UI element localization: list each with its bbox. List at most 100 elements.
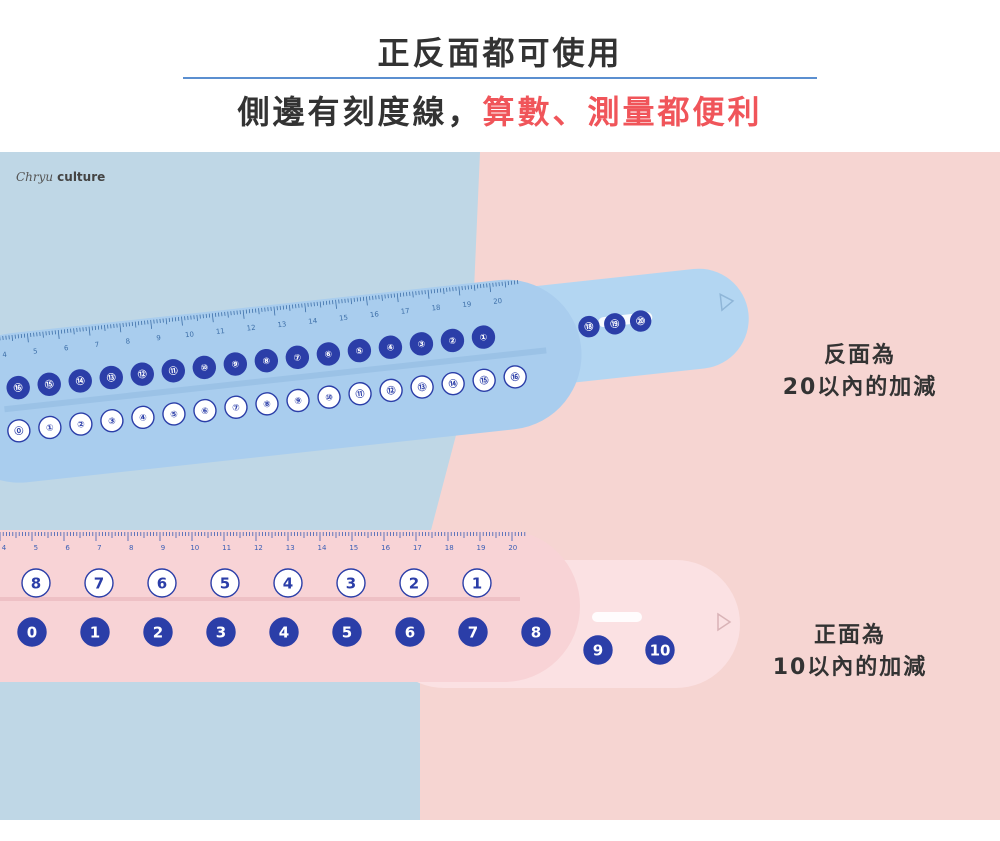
number-token-label: ⑬ — [106, 371, 116, 384]
number-token-label: 1 — [90, 623, 100, 641]
number-token — [192, 355, 217, 380]
number-token — [147, 568, 177, 598]
scale-tick — [396, 293, 399, 303]
scale-label: 7 — [97, 544, 101, 552]
scale-tick — [489, 283, 492, 293]
number-token-label: 10 — [650, 641, 671, 659]
page-subtitle: 側邊有刻度線，算數、測量都便利 — [0, 87, 1000, 133]
scale-label: 6 — [64, 344, 70, 352]
number-token — [378, 335, 403, 359]
number-token — [521, 617, 551, 647]
number-token — [503, 365, 527, 389]
scale-label: 14 — [318, 544, 327, 552]
scale-tick — [350, 298, 353, 305]
number-token — [348, 382, 372, 406]
number-token — [458, 617, 488, 647]
number-token — [38, 415, 62, 440]
scale-label: 18 — [445, 544, 454, 552]
scale-tick — [304, 303, 307, 313]
number-token — [131, 405, 155, 430]
number-token-label: 3 — [216, 623, 226, 641]
number-token-label: 5 — [220, 574, 230, 592]
number-token — [99, 365, 123, 390]
front-caption: 正面為 10以內的加減 — [730, 620, 970, 684]
scale-label: 13 — [277, 320, 287, 329]
scale-tick — [335, 299, 337, 309]
number-token — [254, 348, 279, 373]
scale-label: 10 — [190, 544, 199, 552]
scale-tick — [273, 306, 276, 316]
blue-arrow-mark — [719, 292, 735, 312]
number-token-label: ⑲ — [610, 318, 620, 331]
scale-tick — [57, 329, 60, 339]
scale-label: 10 — [185, 330, 195, 339]
number-token — [441, 371, 465, 396]
blue-ruler-groove — [4, 347, 547, 413]
scale-label: 20 — [508, 544, 517, 552]
scale-label: 16 — [381, 544, 390, 552]
number-token-label: ⑦ — [293, 353, 302, 364]
number-token — [316, 342, 341, 366]
number-token — [269, 617, 299, 647]
scale-tick — [443, 288, 445, 295]
scale-label: 11 — [222, 544, 231, 552]
scale-tick — [258, 308, 260, 315]
brand-script: Chryu — [16, 170, 54, 184]
scale-tick — [211, 313, 214, 323]
scale-tick — [119, 323, 122, 333]
scale-label: 17 — [413, 544, 422, 552]
number-token — [645, 635, 675, 665]
scale-label: 20 — [493, 297, 503, 306]
number-token — [143, 617, 173, 647]
scale-tick — [165, 318, 168, 325]
number-token-label: ⑮ — [479, 374, 489, 387]
number-token-label: ⑯ — [13, 381, 23, 394]
back-caption: 反面為 20以內的加減 — [740, 340, 980, 404]
number-token-label: ⑪ — [168, 365, 178, 378]
number-token — [130, 362, 154, 386]
scale-tick — [134, 321, 137, 328]
number-token-label: ⑪ — [355, 388, 365, 401]
number-token-label: ⑤ — [355, 346, 364, 357]
scale-tick — [73, 328, 75, 335]
scale-tick — [88, 326, 91, 336]
number-token-label: ② — [77, 420, 86, 431]
number-token — [7, 419, 31, 443]
number-token-label: 4 — [279, 623, 289, 641]
front-caption-line2: 10以內的加減 — [772, 655, 928, 680]
scale-tick — [412, 291, 414, 298]
scale-tick — [196, 314, 198, 321]
number-token-label: ⑮ — [44, 378, 54, 391]
scale-tick — [227, 311, 229, 318]
scale-label: 14 — [308, 317, 318, 326]
scale-label: 9 — [161, 544, 165, 552]
scale-label: 8 — [125, 337, 130, 345]
scale-label: 15 — [339, 314, 349, 323]
number-token — [224, 395, 248, 419]
number-token-label: ⑭ — [75, 375, 85, 388]
brand-word: culture — [57, 170, 106, 184]
number-token — [472, 368, 496, 392]
number-token-label: ⑦ — [232, 403, 241, 414]
number-token-label: 8 — [531, 623, 541, 641]
scale-label: 19 — [462, 300, 472, 309]
number-token-label: ⑨ — [294, 396, 303, 407]
scale-label: 4 — [2, 351, 8, 359]
scale-tick — [104, 324, 106, 331]
number-token — [69, 412, 93, 436]
number-token-label: ⑳ — [636, 315, 646, 328]
scale-label: 18 — [431, 304, 441, 313]
number-token-label: 6 — [405, 623, 415, 641]
back-caption-line2: 20以內的加減 — [782, 375, 938, 400]
number-token — [80, 617, 110, 647]
front-caption-line1: 正面為 — [813, 623, 886, 648]
number-token-label: 4 — [283, 574, 293, 592]
number-token — [578, 315, 600, 338]
scale-label: 9 — [156, 334, 161, 342]
